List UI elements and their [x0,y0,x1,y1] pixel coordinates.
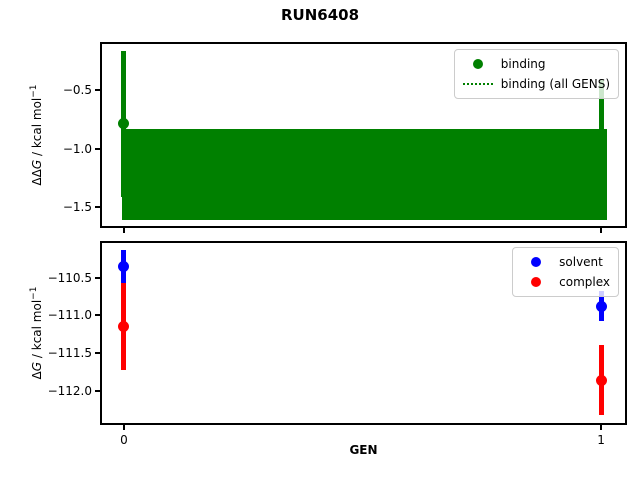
legend-label: binding (all GENS) [500,77,610,91]
x-tick [122,425,125,430]
y-tick-label: −111.5 [47,345,92,360]
y-tick [95,389,100,392]
legend-label: complex [559,275,610,289]
legend-label: binding [500,57,546,71]
bottom-legend: solvent complex [512,247,619,297]
y-tick-label: −110.5 [47,270,92,285]
top-y-axis-label: ΔΔG / kcal mol−1 [29,84,44,186]
y-tick [95,351,100,354]
y-tick-label: −112.0 [47,383,92,398]
solvent-marker-icon [521,257,551,267]
bottom-y-axis-label: ΔG / kcal mol−1 [29,286,44,380]
bottom-subplot-plot-area: −110.5 −111.0 −111.5 −112.0 0 1 [48,243,625,447]
legend-item-complex: complex [521,272,610,292]
data-point-marker [595,300,607,312]
x-tick [122,228,125,233]
x-tick-label: 0 [120,433,128,447]
x-axis-label: GEN [349,443,378,457]
complex-marker-icon [521,277,551,287]
y-tick-label: −111.0 [47,308,92,323]
data-point-marker [595,144,607,156]
dotted-line-icon [462,83,493,85]
y-tick-label: −1.0 [62,141,92,156]
top-legend: binding binding (all GENS) [453,49,619,99]
data-point-marker [118,118,130,130]
y-tick [95,206,100,209]
error-band [121,128,608,221]
binding-marker-icon [463,59,493,69]
y-tick [95,147,100,150]
data-point-marker [118,321,130,333]
x-tick [600,228,603,233]
legend-item-binding: binding [463,54,610,74]
data-point-marker [118,260,130,272]
bottom-subplot: −110.5 −111.0 −111.5 −112.0 0 1 solvent compl… [48,241,627,447]
y-tick [95,276,100,279]
y-tick [95,314,100,317]
y-tick-label: −0.5 [62,82,92,97]
y-tick [95,88,100,91]
x-tick [600,425,603,430]
top-subplot-plot-area: −0.5 −1.0 −1.5 [63,44,625,233]
top-subplot: −0.5 −1.0 −1.5 binding binding (all GENS) [63,42,627,233]
figure-title: RUN6408 [280,6,360,24]
legend-item-solvent: solvent [521,252,610,272]
legend-label: solvent [559,255,603,269]
data-point-marker [595,374,607,386]
x-tick-label: 1 [597,433,605,447]
legend-item-binding-all-gens: binding (all GENS) [462,74,610,94]
y-tick-label: −1.5 [62,200,92,215]
